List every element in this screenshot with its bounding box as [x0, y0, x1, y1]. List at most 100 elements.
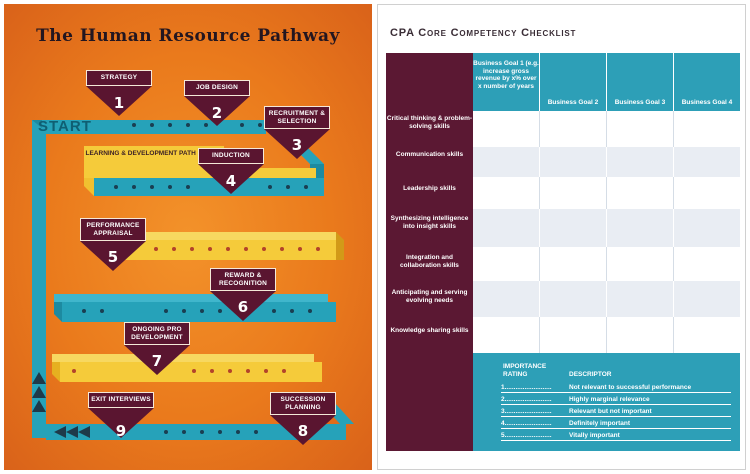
step-label: Strategy — [86, 70, 152, 86]
checklist-cell[interactable] — [539, 147, 606, 177]
row-label-communication: Communication skills — [395, 151, 464, 158]
rating-number: 5.......................... — [501, 432, 552, 439]
checklist-cell[interactable] — [539, 281, 606, 317]
step-job-design: Job Design 2 — [184, 80, 250, 126]
step-ongoing-pro-development: Ongoing Pro Development 7 — [124, 322, 190, 375]
column-header-goal-4: Business Goal 4 — [673, 53, 740, 111]
checklist-cell[interactable] — [539, 209, 606, 247]
step-label: Induction — [198, 148, 264, 164]
importance-row: 3.......................... Relevant but … — [501, 407, 731, 417]
checklist-cell[interactable] — [606, 317, 673, 353]
checklist-cell[interactable] — [673, 247, 740, 281]
step-strategy: Strategy 1 — [86, 70, 152, 116]
checklist-cell[interactable] — [606, 209, 673, 247]
row-label-integration: Integration and collaboration skills — [400, 254, 459, 269]
checklist-cell[interactable] — [473, 209, 539, 247]
row-label-critical-thinking: Critical thinking & problem-solving skil… — [386, 115, 473, 130]
row-label-anticipating: Anticipating and serving evolving needs — [391, 289, 468, 304]
step-label: Ongoing Pro Development — [124, 322, 190, 345]
checklist-cell[interactable] — [539, 111, 606, 147]
step-label: Reward & Recognition — [210, 268, 276, 291]
checklist-cell[interactable] — [673, 147, 740, 177]
checklist-cell[interactable] — [473, 111, 539, 147]
track-row-3 — [104, 240, 344, 260]
checklist-title: CPA Core Competency Checklist — [390, 27, 577, 39]
checklist-cell[interactable] — [473, 247, 539, 281]
column-header-goal-2: Business Goal 2 — [539, 53, 606, 111]
step-label: Recruitment & Selection — [264, 106, 330, 129]
table-row — [473, 247, 740, 281]
step-number: 3 — [291, 136, 303, 154]
rating-descriptor: Highly marginal relevance — [569, 396, 650, 403]
step-label: Job Design — [184, 80, 250, 96]
rating-number: 1.......................... — [501, 384, 552, 391]
importance-row: 1.......................... Not relevant … — [501, 383, 731, 393]
row-header-column — [386, 53, 473, 353]
importance-row: 5.......................... Vitally impor… — [501, 431, 731, 441]
track-left-vertical — [32, 120, 46, 438]
table-row — [473, 317, 740, 353]
rating-descriptor: Relevant but not important — [569, 408, 652, 415]
table-row — [473, 177, 740, 209]
importance-rating-header: IMPORTANCE RATING — [503, 363, 547, 378]
step-number: 7 — [151, 352, 163, 370]
step-reward-recognition: Reward & Recognition 6 — [210, 268, 276, 321]
rating-number: 4.......................... — [501, 420, 552, 427]
step-number: 1 — [113, 94, 125, 112]
importance-row: 4.......................... Definitely im… — [501, 419, 731, 429]
checklist-cell[interactable] — [539, 317, 606, 353]
checklist-cell[interactable] — [473, 147, 539, 177]
competency-checklist-panel: CPA Core Competency Checklist Business G… — [377, 4, 746, 470]
checklist-cell[interactable] — [673, 209, 740, 247]
rating-descriptor: Definitely important — [569, 420, 631, 427]
descriptor-header: DESCRIPTOR — [569, 370, 612, 378]
rating-descriptor: Vitally important — [569, 432, 620, 439]
pathway-title: The Human Resource Pathway — [36, 26, 340, 46]
checklist-cell[interactable] — [606, 247, 673, 281]
row-label-synthesizing: Synthesizing intelligence into insight s… — [390, 215, 469, 230]
step-performance-appraisal: Performance Appraisal 5 — [80, 218, 146, 271]
column-header-goal-3: Business Goal 3 — [606, 53, 673, 111]
checklist-cell[interactable] — [673, 281, 740, 317]
rating-number: 3.......................... — [501, 408, 552, 415]
step-number: 2 — [211, 104, 223, 122]
step-label: Performance Appraisal — [80, 218, 146, 241]
checklist-cell[interactable] — [606, 281, 673, 317]
table-row — [473, 111, 740, 147]
rating-descriptor: Not relevant to successful performance — [569, 384, 692, 391]
column-header-goal-1: Business Goal 1 (e.g. increase gross rev… — [473, 60, 539, 90]
importance-legend: IMPORTANCE RATING DESCRIPTOR 1..........… — [386, 353, 740, 451]
step-succession-planning: Succession Planning 8 — [270, 392, 336, 445]
checklist-cell[interactable] — [539, 177, 606, 209]
checklist-cell[interactable] — [673, 317, 740, 353]
table-row — [473, 281, 740, 317]
step-number: 8 — [297, 422, 309, 440]
step-induction: Induction 4 — [198, 148, 264, 194]
importance-row: 2.......................... Highly margin… — [501, 395, 731, 405]
step-exit-interviews: Exit Interviews 9 — [88, 392, 154, 440]
table-row — [473, 209, 740, 247]
checklist-cell[interactable] — [673, 177, 740, 209]
step-number: 5 — [107, 248, 119, 266]
hr-pathway-panel: The Human Resource Pathway START Learnin… — [4, 4, 372, 470]
checklist-cell[interactable] — [606, 111, 673, 147]
step-number: 9 — [115, 422, 127, 440]
step-label: Exit Interviews — [88, 392, 154, 408]
table-row — [473, 147, 740, 177]
checklist-cell[interactable] — [473, 177, 539, 209]
checklist-cell[interactable] — [473, 281, 539, 317]
row-label-leadership: Leadership skills — [403, 185, 456, 192]
checklist-cell[interactable] — [539, 247, 606, 281]
checklist-cell[interactable] — [473, 317, 539, 353]
checklist-cell[interactable] — [673, 111, 740, 147]
step-number: 6 — [237, 298, 249, 316]
start-label: START — [38, 118, 92, 135]
rating-number: 2.......................... — [501, 396, 552, 403]
column-header-row: Business Goal 1 (e.g. increase gross rev… — [473, 53, 740, 111]
checklist-cell[interactable] — [606, 177, 673, 209]
checklist-grid: Business Goal 1 (e.g. increase gross rev… — [386, 53, 740, 353]
step-recruitment: Recruitment & Selection 3 — [264, 106, 330, 159]
row-label-knowledge-sharing: Knowledge sharing skills — [390, 327, 469, 334]
step-label: Succession Planning — [270, 392, 336, 415]
checklist-cell[interactable] — [606, 147, 673, 177]
